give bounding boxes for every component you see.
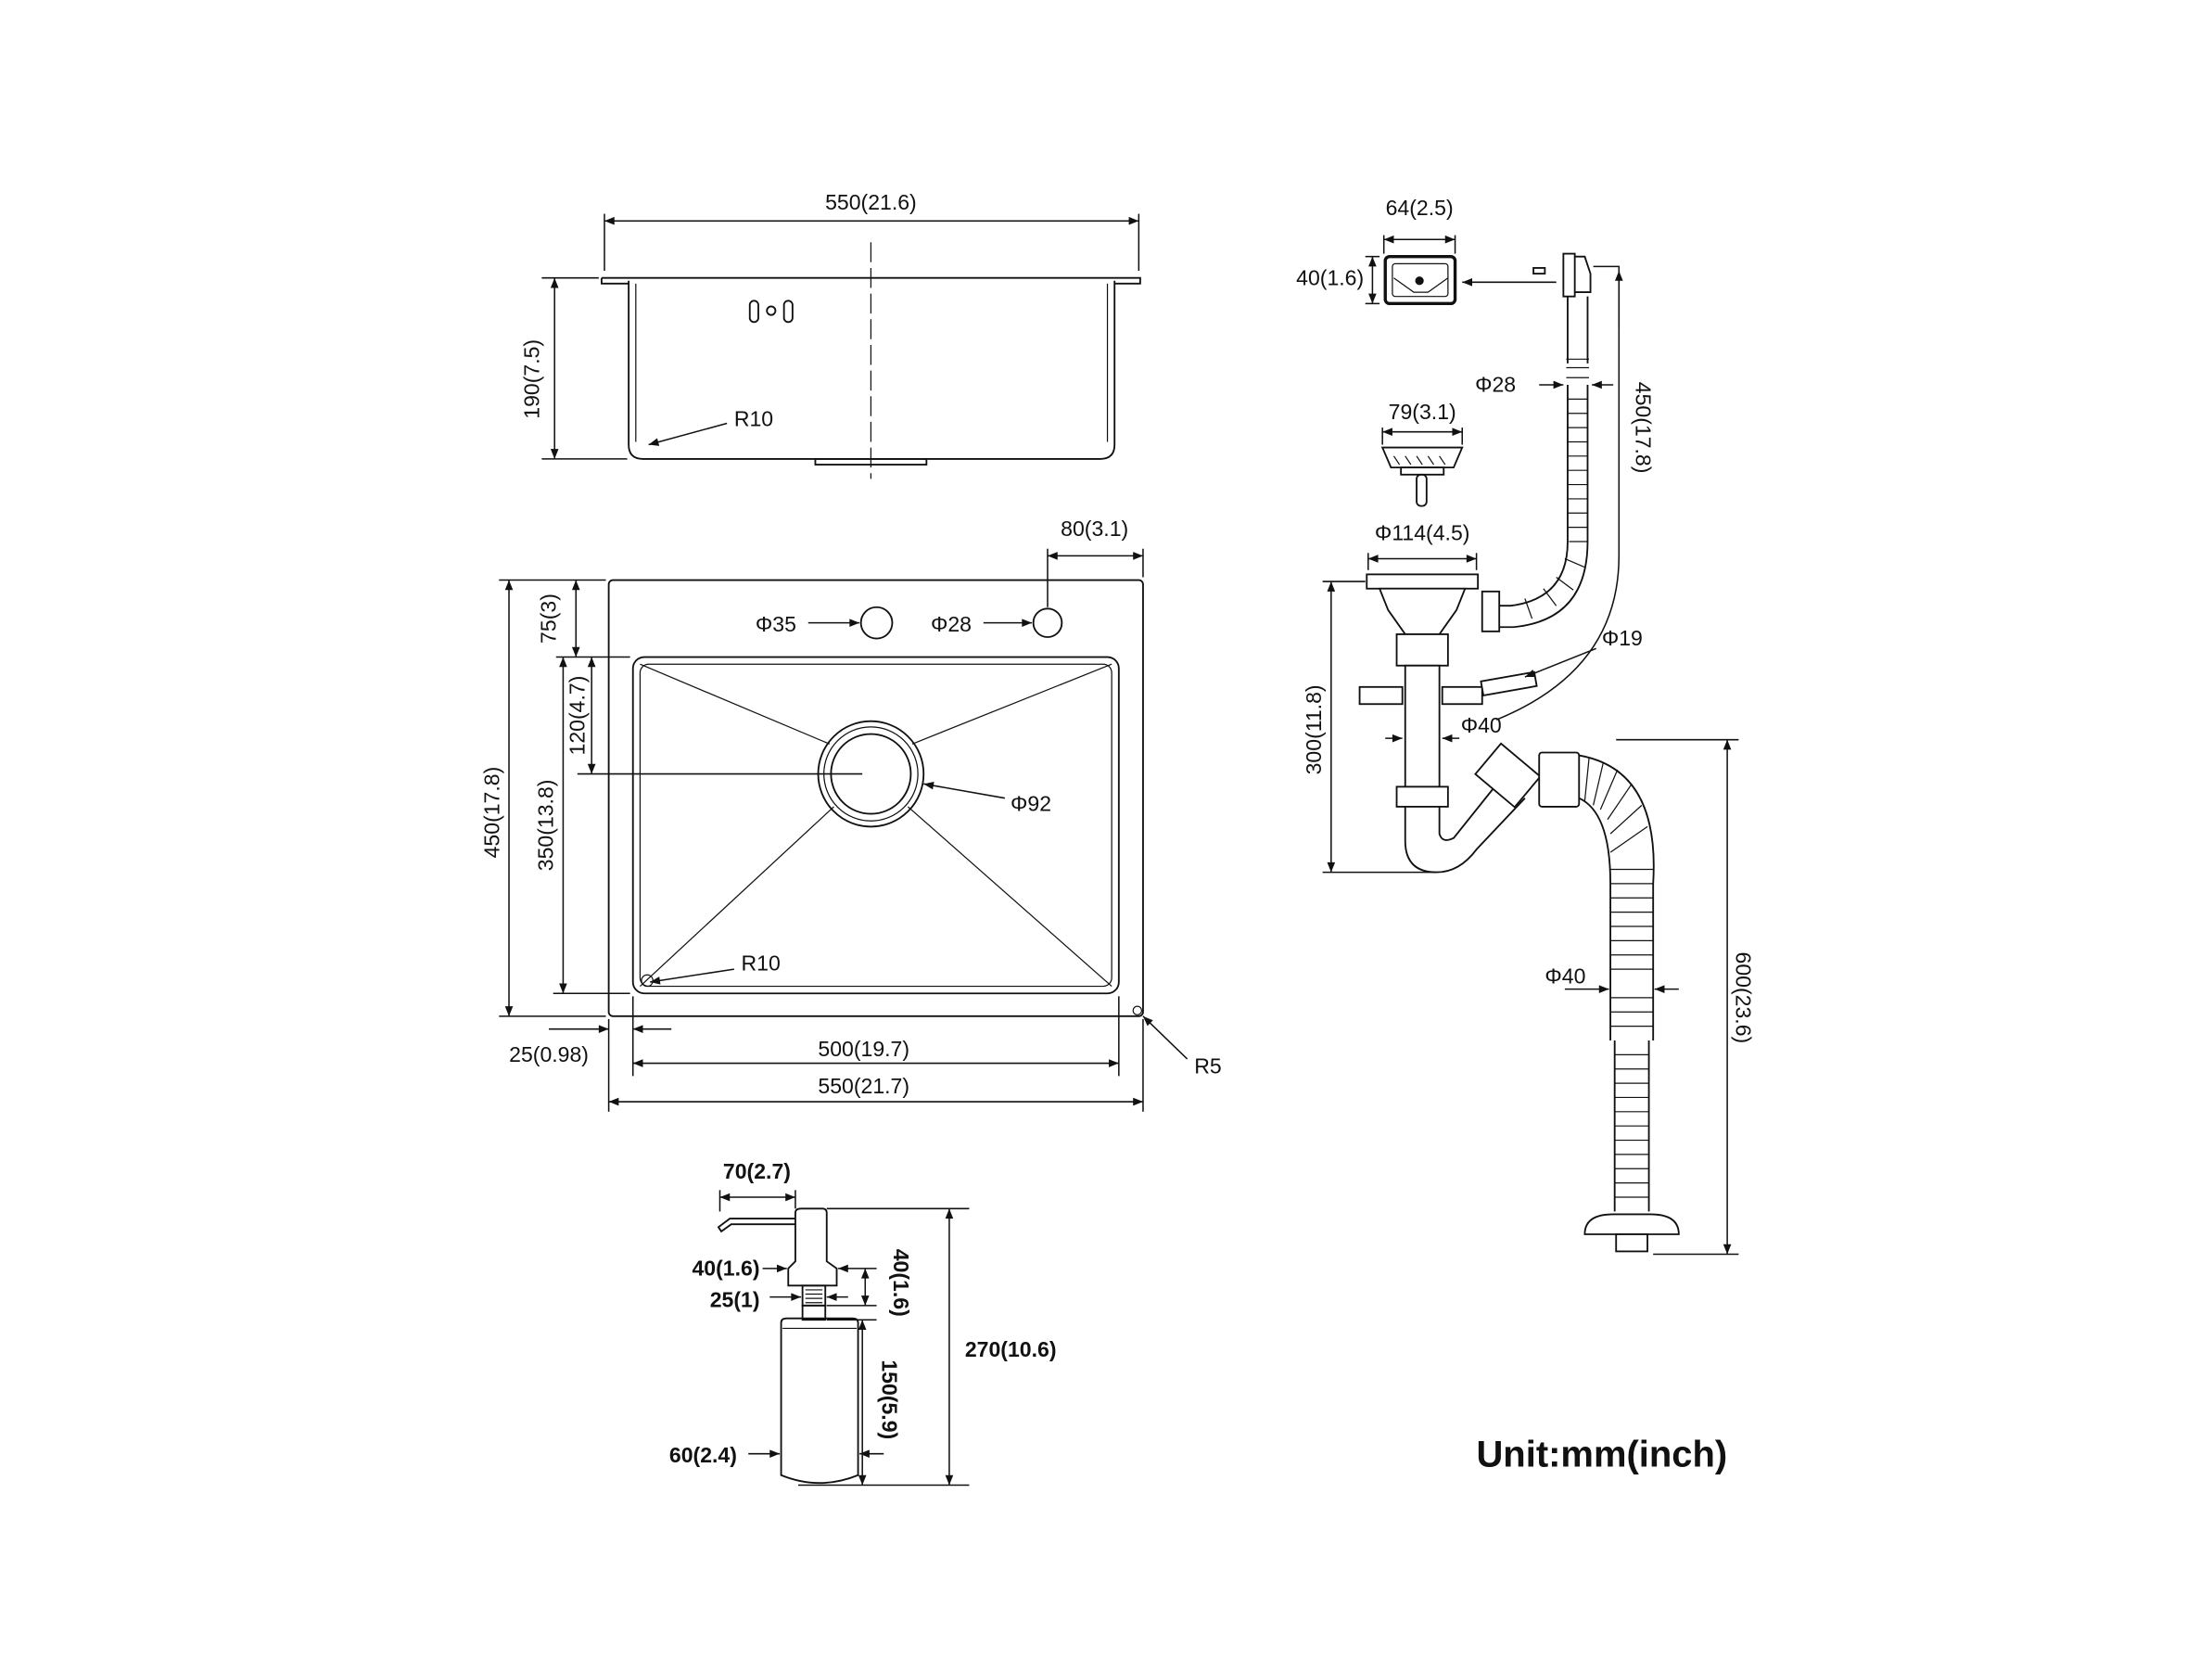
faucet-hole [1032, 607, 1063, 638]
overflow-length-label: 450(17.8) [1632, 382, 1656, 474]
basin-width-label: 500(19.7) [818, 1037, 909, 1061]
drain-offset-label: 120(4.7) [565, 676, 589, 756]
hole-right-label: Φ28 [931, 612, 972, 636]
overflow-hose-label: Φ28 [1475, 373, 1516, 397]
side-height-label: 190(7.5) [519, 339, 543, 419]
hole-offset-label: 80(3.1) [1061, 517, 1128, 541]
outer-radius-label: R5 [1194, 1053, 1221, 1078]
thread-width-label: 25(1) [710, 1287, 760, 1311]
collar-width-label: 40(1.6) [692, 1257, 759, 1281]
soap-dispenser-drawing: 70(2.7) 40(1.6) 25(1) 40(1.6) 150(5.9) 2… [669, 1159, 1057, 1487]
side-width-label: 550(21.6) [825, 190, 917, 214]
pipe-label: Φ40 [1461, 713, 1502, 737]
unit-label: Unit:mm(inch) [1476, 1435, 1727, 1475]
hose-length-label: 600(23.6) [1731, 952, 1755, 1044]
inner-radius-label: R10 [742, 951, 781, 976]
basin-depth-label: 350(13.8) [534, 780, 558, 872]
total-depth-label: 450(17.8) [479, 767, 503, 859]
overflow-width-label: 64(2.5) [1386, 196, 1454, 220]
strainer-label: 79(3.1) [1389, 400, 1456, 424]
branch-label: Φ19 [1602, 626, 1643, 650]
overflow-height-label: 40(1.6) [1296, 265, 1364, 289]
sink-plan-view: Φ35 Φ28 80(3.1) 450(17.8) 75(3) 120(4.7)… [479, 517, 1222, 1112]
drain-kit-drawing: 64(2.5) 40(1.6) Φ28 450(17.8) 79(3.1) Φ1… [1296, 196, 1755, 1256]
side-radius-label: R10 [734, 407, 773, 431]
bottle-width-label: 60(2.4) [669, 1443, 737, 1467]
soap-dispenser-hole [859, 606, 894, 640]
hole-left-label: Φ35 [756, 612, 796, 636]
sink-side-view: 550(21.6) 190(7.5) R10 [519, 190, 1141, 479]
total-height-label: 270(10.6) [965, 1337, 1057, 1361]
rim-width-label: 25(0.98) [509, 1042, 589, 1066]
trap-height-label: 300(11.8) [1302, 684, 1326, 774]
hose-diameter-label: Φ40 [1545, 963, 1585, 988]
drain-diameter-label: Φ92 [1011, 792, 1051, 816]
bottle-height-label: 150(5.9) [878, 1359, 902, 1439]
spout-length-label: 70(2.7) [723, 1159, 791, 1183]
flange-label: Φ114(4.5) [1375, 521, 1470, 545]
total-width-label: 550(21.7) [818, 1074, 909, 1098]
thread-height-label: 40(1.6) [889, 1249, 913, 1317]
rim-depth-label: 75(3) [537, 593, 561, 644]
overflow-slots-icon [748, 300, 794, 324]
